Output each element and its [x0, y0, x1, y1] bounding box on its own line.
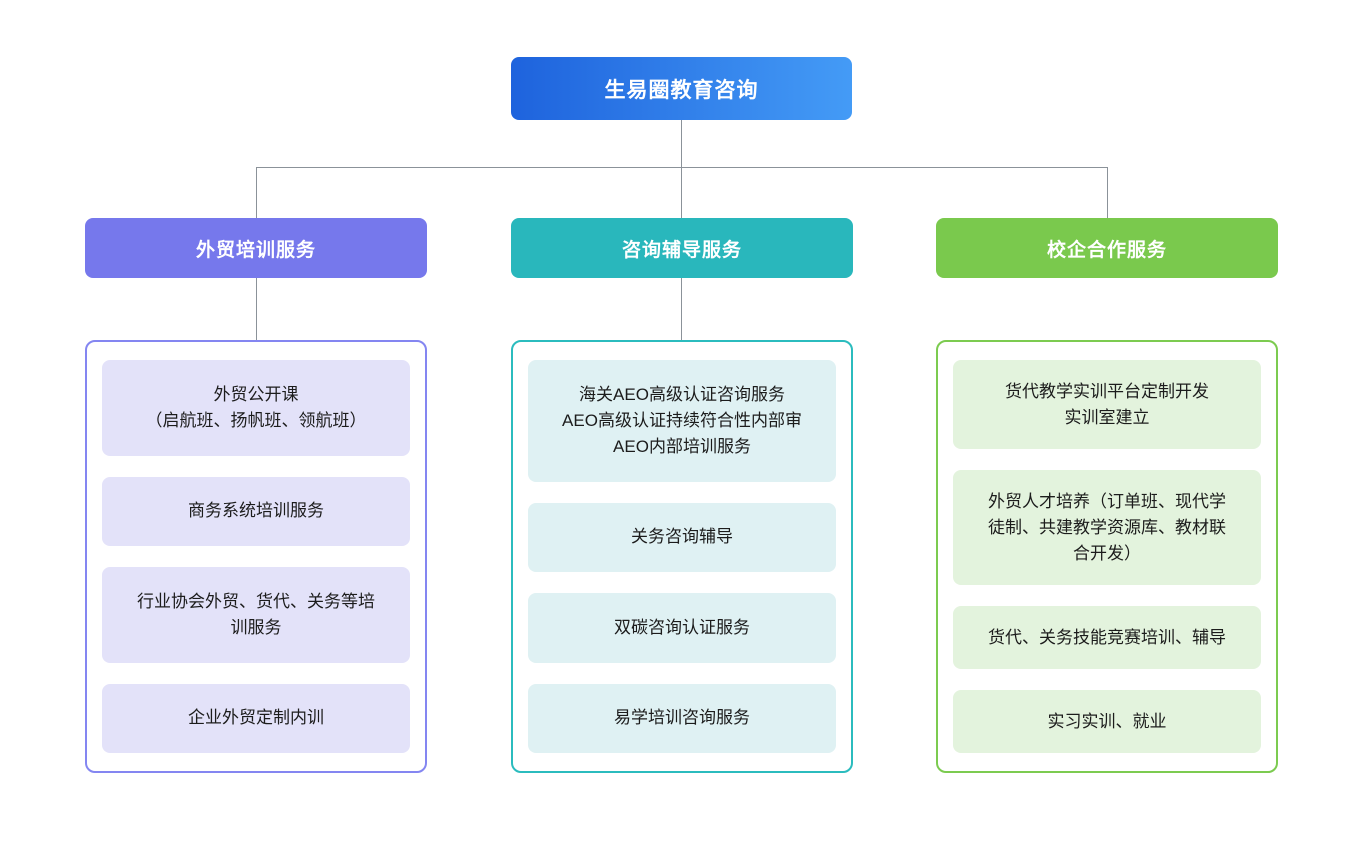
root-node-label: 生易圈教育咨询	[604, 78, 759, 102]
service-item-training-platform: 货代教学实训平台定制开发 实训室建立	[953, 360, 1261, 449]
service-item-dual-carbon: 双碳咨询认证服务	[528, 593, 836, 663]
connector-branch-2-panel-drop	[681, 278, 682, 340]
service-item-association-training: 行业协会外贸、货代、关务等培训服务	[102, 567, 410, 663]
branch-header-school-enterprise: 校企合作服务	[936, 218, 1278, 278]
branch-trade-training: 外贸培训服务 外贸公开课 （启航班、扬帆班、领航班） 商务系统培训服务 行业协会…	[85, 218, 427, 773]
connector-branch-1-riser	[256, 167, 257, 218]
branch-panel-trade-training: 外贸公开课 （启航班、扬帆班、领航班） 商务系统培训服务 行业协会外贸、货代、关…	[85, 340, 427, 773]
branch-panel-school-enterprise: 货代教学实训平台定制开发 实训室建立 外贸人才培养（订单班、现代学徒制、共建教学…	[936, 340, 1278, 773]
service-item-aeo-certification: 海关AEO高级认证咨询服务 AEO高级认证持续符合性内部审 AEO内部培训服务	[528, 360, 836, 482]
branch-header-consulting: 咨询辅导服务	[511, 218, 853, 278]
branch-consulting: 咨询辅导服务 海关AEO高级认证咨询服务 AEO高级认证持续符合性内部审 AEO…	[511, 218, 853, 773]
branch-panel-consulting: 海关AEO高级认证咨询服务 AEO高级认证持续符合性内部审 AEO内部培训服务 …	[511, 340, 853, 773]
service-item-customs-consulting: 关务咨询辅导	[528, 502, 836, 572]
service-item-public-course: 外贸公开课 （启航班、扬帆班、领航班）	[102, 360, 410, 456]
service-item-custom-corporate-training: 企业外贸定制内训	[102, 683, 410, 753]
connector-branch-1-panel-drop	[256, 278, 257, 340]
root-node: 生易圈教育咨询	[511, 57, 852, 120]
branch-header-trade-training: 外贸培训服务	[85, 218, 427, 278]
service-item-skill-competition: 货代、关务技能竞赛培训、辅导	[953, 606, 1261, 669]
branch-school-enterprise: 校企合作服务 货代教学实训平台定制开发 实训室建立 外贸人才培养（订单班、现代学…	[936, 218, 1278, 773]
connector-root-drop	[681, 119, 682, 167]
connector-branch-3-riser	[1107, 167, 1108, 218]
service-item-talent-cultivation: 外贸人才培养（订单班、现代学徒制、共建教学资源库、教材联合开发）	[953, 470, 1261, 585]
service-item-business-system-training: 商务系统培训服务	[102, 476, 410, 546]
service-item-internship-employment: 实习实训、就业	[953, 690, 1261, 753]
service-item-yixue-training: 易学培训咨询服务	[528, 683, 836, 753]
connector-branch-2-riser	[681, 167, 682, 218]
